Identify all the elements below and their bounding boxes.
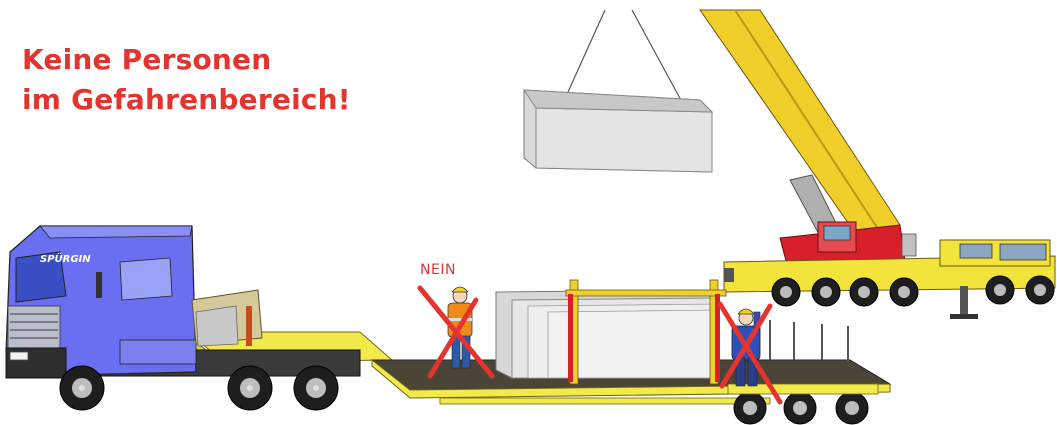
warning-headline: Keine Personen im Gefahrenbereich! [22,40,351,120]
mobile-crane [700,10,1055,319]
truck-brand-logo: SPÜRGIN [40,251,91,265]
concrete-slabs [496,280,726,384]
suspended-slab [524,10,712,172]
warning-line-2: im Gefahrenbereich! [22,80,351,120]
warning-line-1: Keine Personen [22,40,351,80]
no-label: NEIN [420,262,456,278]
